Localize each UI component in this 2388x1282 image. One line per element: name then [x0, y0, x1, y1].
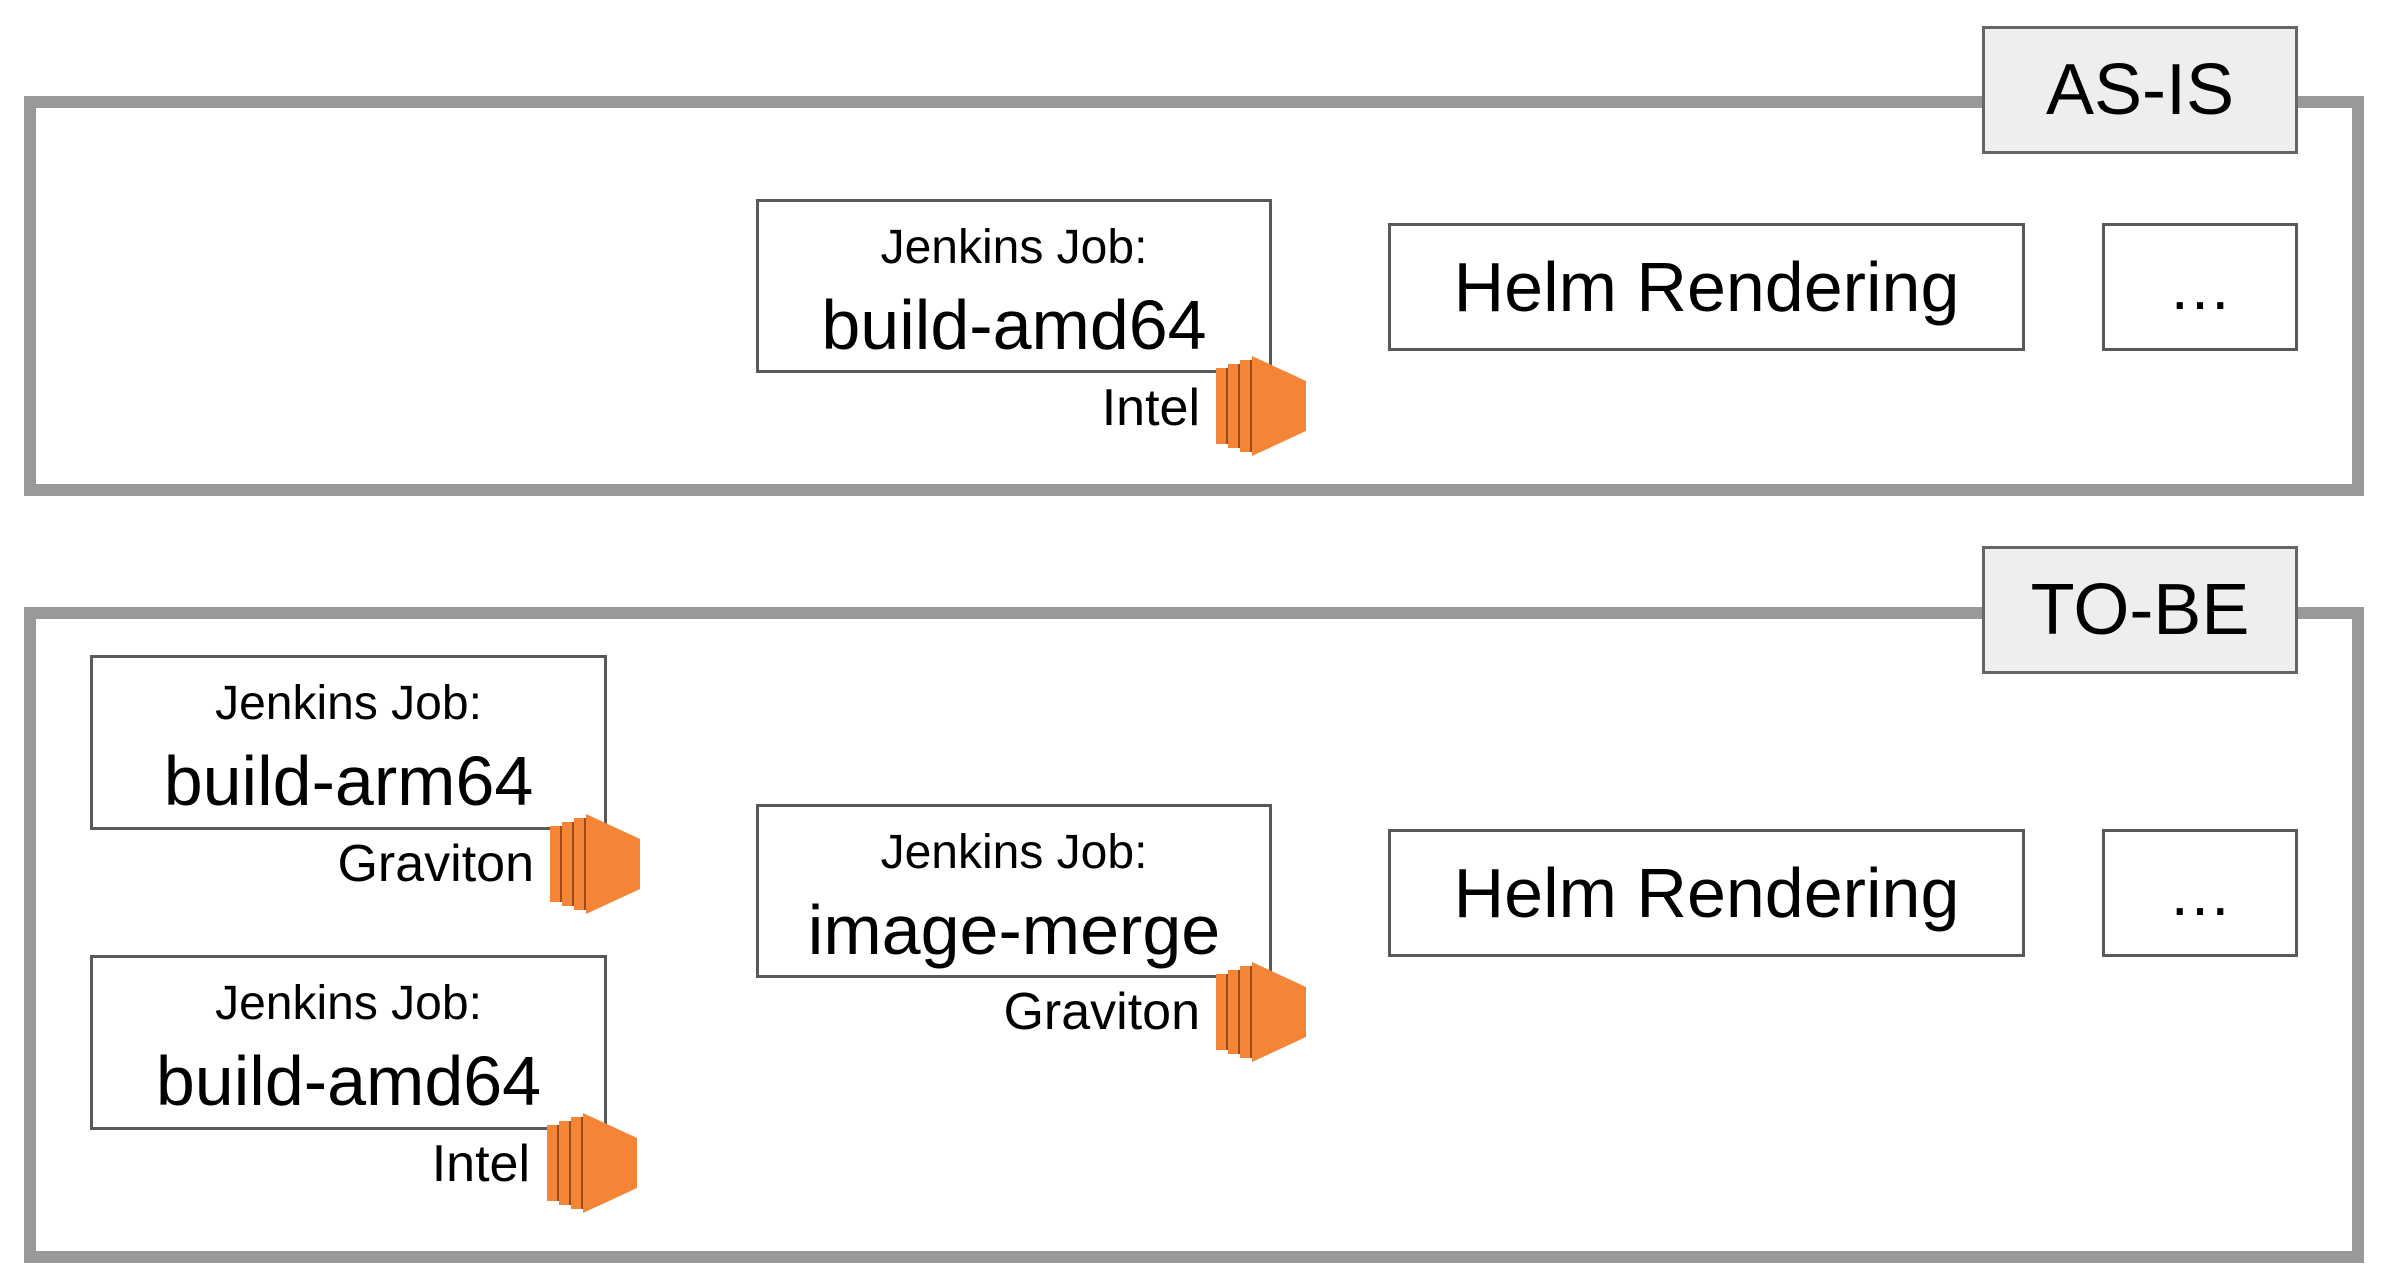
to-be-next-step[interactable]: …	[2102, 829, 2298, 957]
as-is-tag: AS-IS	[1982, 26, 2298, 154]
as-is-build-amd64-job[interactable]: Jenkins Job: build-amd64	[756, 199, 1272, 373]
ec2-instance-icon	[550, 814, 640, 914]
to-be-tag: TO-BE	[1982, 546, 2298, 674]
as-is-next-step[interactable]: …	[2102, 223, 2298, 351]
arm-arch-label: Graviton	[337, 835, 534, 893]
job-name: image-merge	[807, 891, 1221, 969]
as-is-arch-label: Intel	[1101, 379, 1200, 437]
to-be-build-arm64-job[interactable]: Jenkins Job: build-arm64	[90, 655, 607, 830]
ec2-instance-icon	[1216, 962, 1306, 1062]
to-be-image-merge-job[interactable]: Jenkins Job: image-merge	[756, 804, 1272, 978]
job-name: build-amd64	[821, 286, 1207, 364]
job-label: Jenkins Job:	[880, 826, 1148, 879]
job-label: Jenkins Job:	[215, 977, 482, 1030]
merge-arch-label: Graviton	[1003, 983, 1200, 1041]
to-be-build-amd64-job[interactable]: Jenkins Job: build-amd64	[90, 955, 607, 1130]
ec2-instance-icon	[547, 1113, 637, 1213]
amd-arch-label: Intel	[431, 1135, 530, 1193]
job-label: Jenkins Job:	[880, 221, 1148, 274]
ec2-instance-icon	[1216, 356, 1306, 456]
as-is-helm-rendering[interactable]: Helm Rendering	[1388, 223, 2025, 351]
job-name: build-arm64	[163, 742, 534, 820]
job-label: Jenkins Job:	[215, 677, 482, 730]
to-be-helm-rendering[interactable]: Helm Rendering	[1388, 829, 2025, 957]
job-name: build-amd64	[155, 1042, 542, 1120]
